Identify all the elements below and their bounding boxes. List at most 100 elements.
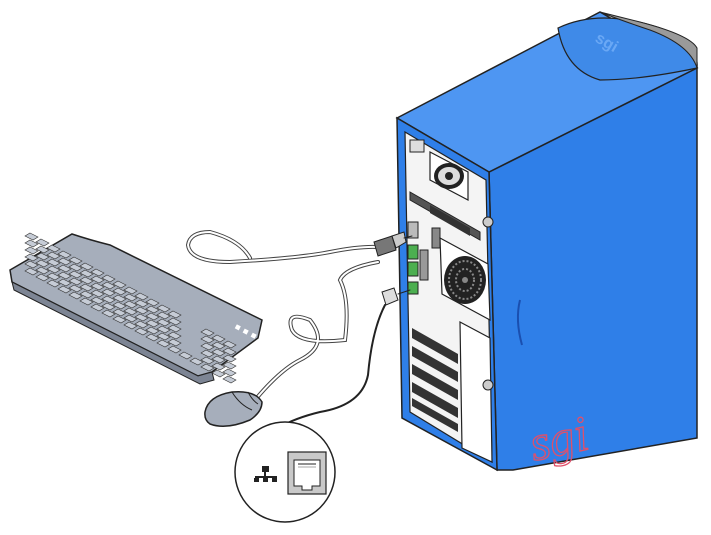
keyboard: ▪ ▪ ▪ ✧	[9, 232, 268, 385]
keyboard-keys	[24, 232, 237, 384]
keyboard-key	[134, 313, 149, 322]
keyboard-key	[90, 275, 105, 284]
network-cable	[277, 304, 386, 429]
keyboard-key	[35, 259, 50, 268]
callout-circle	[234, 421, 336, 523]
keyboard-key	[222, 354, 237, 363]
keyboard-key	[178, 351, 193, 360]
keyboard-key	[156, 318, 171, 327]
keyboard-key	[123, 321, 138, 330]
keyboard-key	[123, 300, 138, 309]
thumbscrew-2	[482, 379, 494, 391]
keyboard-key	[112, 294, 127, 303]
keyboard-key	[112, 308, 127, 317]
keyboard-key	[68, 270, 83, 279]
keyboard-key	[112, 315, 127, 324]
network-icon	[254, 466, 277, 482]
keyboard-key	[35, 252, 50, 261]
keyboard-key	[68, 277, 83, 286]
keyboard-key	[167, 310, 182, 319]
expansion-slots	[412, 328, 458, 432]
keyboard-key	[46, 272, 61, 281]
keyboard-key	[145, 312, 160, 321]
keyboard-key	[222, 361, 237, 370]
keyboard-key	[101, 274, 116, 283]
keyboard-key	[211, 355, 226, 364]
keyboard-key	[222, 375, 237, 384]
keyboard-key	[57, 250, 72, 259]
top-fan	[429, 151, 469, 201]
keyboard-key	[211, 341, 226, 350]
keyboard-connector	[373, 235, 397, 257]
keyboard-key	[134, 327, 149, 336]
keyboard-key	[46, 251, 61, 260]
keyboard-key	[200, 342, 215, 351]
keyboard-key	[156, 332, 171, 341]
keyboard-key	[211, 362, 226, 371]
keyboard-key	[211, 348, 226, 357]
keyboard-key	[167, 317, 182, 326]
keyboard-key	[112, 301, 127, 310]
keyboard-key	[90, 282, 105, 291]
keyboard-key	[24, 239, 39, 248]
keyboard-key	[101, 281, 116, 290]
keyboard-front-edge	[11, 281, 215, 385]
keyboard-key	[200, 335, 215, 344]
keyboard-key	[145, 298, 160, 307]
keyboard-key	[134, 292, 149, 301]
keyboard-key	[167, 324, 182, 333]
keyboard-key	[167, 345, 182, 354]
keyboard-key	[35, 245, 50, 254]
mouse-body	[204, 390, 263, 427]
keyboard-key	[90, 268, 105, 277]
keyboard-key	[189, 357, 204, 366]
keyboard-key	[101, 288, 116, 297]
keyboard-key	[101, 309, 116, 318]
keyboard-key	[24, 267, 39, 276]
keyboard-key	[79, 283, 94, 292]
keyboard-key	[200, 356, 215, 365]
keyboard-key	[79, 290, 94, 299]
keyboard-key	[101, 302, 116, 311]
keyboard-key	[68, 256, 83, 265]
tower-computer: sgi sgi	[395, 11, 699, 472]
tower-top-cap-edge	[599, 11, 698, 69]
keyboard-key	[35, 238, 50, 247]
keyboard-key	[79, 262, 94, 271]
keyboard-key	[57, 285, 72, 294]
cables	[185, 229, 413, 429]
keyboard-key	[46, 258, 61, 267]
keyboard-key	[57, 264, 72, 273]
keyboard-key	[68, 284, 83, 293]
slot-cover-plate	[459, 320, 493, 463]
keyboard-key	[167, 338, 182, 347]
keyboard-key	[79, 276, 94, 285]
thumbscrew-1	[482, 216, 494, 228]
keyboard-key	[112, 287, 127, 296]
network-callout	[234, 421, 336, 523]
keyboard-key	[145, 326, 160, 335]
rear-fan	[439, 236, 491, 322]
keyboard-key	[35, 273, 50, 282]
keyboard-key	[46, 265, 61, 274]
keyboard-key	[79, 269, 94, 278]
keyboard-key	[200, 328, 215, 337]
keyboard-key	[145, 305, 160, 314]
keyboard-key	[145, 333, 160, 342]
keyboard-key	[24, 246, 39, 255]
keyboard-key	[24, 232, 39, 241]
keyboard-key	[57, 278, 72, 287]
keyboard-key	[101, 295, 116, 304]
keyboard-key	[123, 286, 138, 295]
keyboard-key	[46, 279, 61, 288]
keyboard-key	[68, 291, 83, 300]
keyboard-key	[90, 303, 105, 312]
power-connector	[409, 139, 425, 153]
keyboard-key	[145, 319, 160, 328]
rj45-jack-icon	[287, 451, 327, 495]
keyboard-key	[68, 263, 83, 272]
side-curve-detail	[516, 299, 523, 346]
keyboard-key	[134, 320, 149, 329]
keyboard-key	[156, 304, 171, 313]
keyboard-key	[134, 306, 149, 315]
